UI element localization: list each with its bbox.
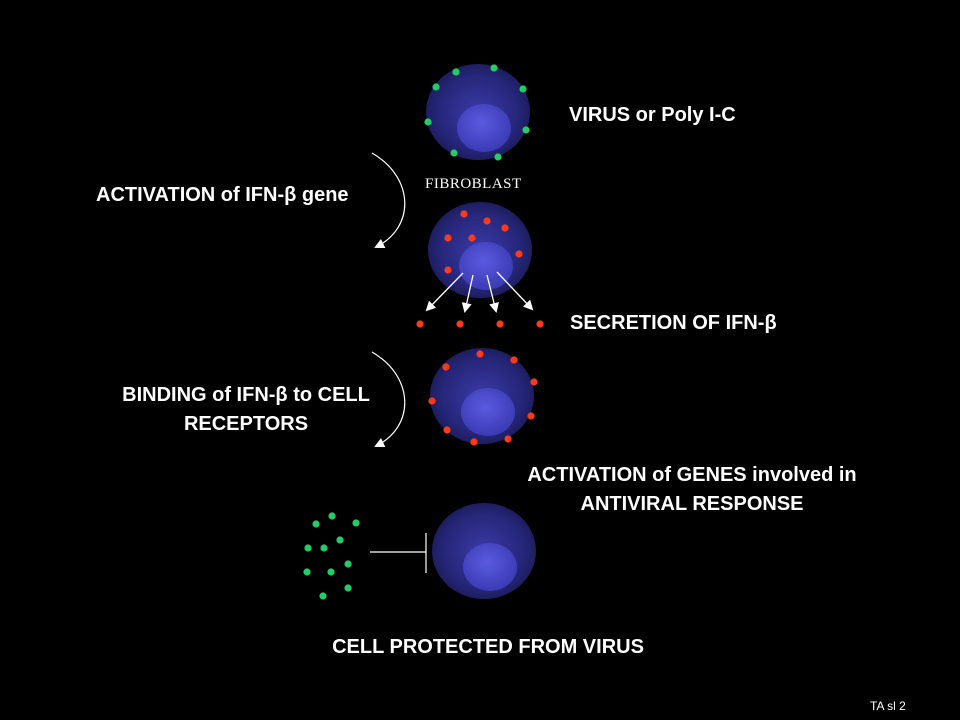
ifn-particle <box>504 435 512 443</box>
ifn-particle <box>510 356 518 364</box>
virus-particle <box>327 568 335 576</box>
ifn-particle <box>456 320 464 328</box>
label-protected: CELL PROTECTED FROM VIRUS <box>332 636 644 658</box>
secretion-arrow <box>486 274 499 313</box>
virus-particle <box>304 544 312 552</box>
secretion-arrow <box>425 272 464 312</box>
ifn-particle <box>444 234 452 242</box>
cell-nucleus <box>459 242 513 290</box>
protected-cell <box>432 503 536 599</box>
ifn-particle <box>476 350 484 358</box>
activated-cell <box>428 202 532 298</box>
ifn-particle <box>470 438 478 446</box>
label-antiviral-line2: ANTIVIRAL RESPONSE <box>580 493 804 515</box>
receptor-bound-cell <box>430 348 534 444</box>
free-virus-particles <box>303 512 360 600</box>
cell-nucleus <box>461 388 515 436</box>
ifn-particle <box>444 266 452 274</box>
secretion-arrow <box>461 274 474 313</box>
ifn-particle <box>483 217 491 225</box>
ifn-particle <box>501 224 509 232</box>
ifn-particle <box>443 426 451 434</box>
ifn-particle <box>442 363 450 371</box>
virus-particle <box>494 153 502 161</box>
ifn-particle <box>536 320 544 328</box>
virus-particle <box>519 85 527 93</box>
ifn-inside-cell <box>444 210 523 274</box>
ifn-particle <box>468 234 476 242</box>
virus-particle <box>303 568 311 576</box>
virus-particle <box>450 149 458 157</box>
virus-particle <box>490 64 498 72</box>
virus-particle <box>344 584 352 592</box>
process-arrow-activation <box>371 152 406 248</box>
process-arrow-binding <box>371 351 406 447</box>
label-virus: VIRUS or Poly I-C <box>569 104 736 126</box>
virus-particle <box>320 544 328 552</box>
ifn-particle <box>496 320 504 328</box>
ifn-particle <box>530 378 538 386</box>
virus-particle <box>336 536 344 544</box>
virus-particles-surface <box>424 64 530 161</box>
label-binding-line1: BINDING of IFN-β to CELL <box>122 384 370 406</box>
ifn-particle <box>416 320 424 328</box>
virus-particle <box>352 519 360 527</box>
ifn-bound-surface <box>428 350 538 446</box>
virus-particle <box>424 118 432 126</box>
ifn-particle <box>428 397 436 405</box>
virus-particle <box>344 560 352 568</box>
ifn-particle <box>460 210 468 218</box>
virus-particle <box>522 126 530 134</box>
virus-particle <box>312 520 320 528</box>
secretion-arrow <box>496 271 534 311</box>
virus-particle <box>452 68 460 76</box>
inhibition-symbol <box>370 533 427 573</box>
virus-particle <box>432 83 440 91</box>
secretion-arrows <box>425 271 534 313</box>
label-binding-line2: RECEPTORS <box>183 413 309 435</box>
infected-cell <box>426 64 530 160</box>
ifn-particle <box>527 412 535 420</box>
virus-particle <box>319 592 327 600</box>
secreted-ifn-dots <box>416 320 544 328</box>
label-activation-ifn: ACTIVATION of IFN-β gene <box>96 184 349 206</box>
cell-nucleus <box>457 104 511 152</box>
label-secretion: SECRETION OF IFN-β <box>570 312 777 334</box>
cell-nucleus <box>463 543 517 591</box>
slide-reference: TA sl 2 <box>870 699 906 713</box>
virus-particle <box>328 512 336 520</box>
label-antiviral-line1: ACTIVATION of GENES involved in <box>527 464 857 486</box>
label-fibroblast: FIBROBLAST <box>425 176 522 192</box>
ifn-particle <box>515 250 523 258</box>
